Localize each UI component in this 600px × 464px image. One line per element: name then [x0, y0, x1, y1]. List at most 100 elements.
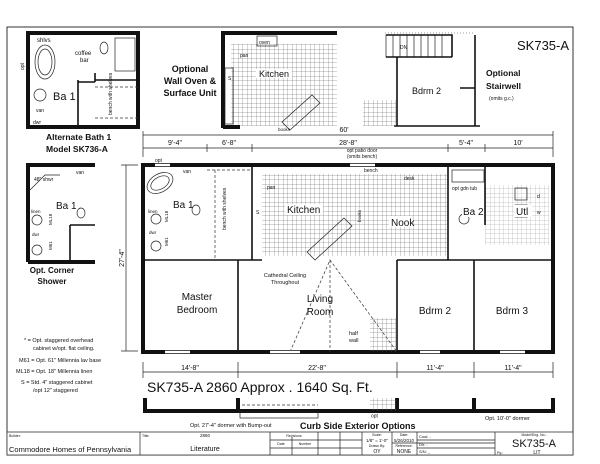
- label-washer: w: [537, 210, 541, 216]
- label-half-wall-1: half: [349, 331, 358, 337]
- label-ml18: ML18: [48, 213, 53, 225]
- note-4: ML18 = Opt. 18" Millennia linen: [16, 369, 92, 375]
- wall-oven-title-1: Optional: [172, 64, 209, 74]
- label-exterior-opt: opt: [371, 414, 379, 420]
- label-books: books: [278, 127, 291, 132]
- main-floor-plan: opt opt patio door (omits bench) bench d…: [141, 148, 555, 354]
- dim-overall: 60': [339, 127, 348, 134]
- label-ml18: ML18: [164, 210, 169, 222]
- label-dn: DN: [400, 45, 408, 51]
- page-value: LIT: [533, 450, 540, 456]
- page-label: Pg.:: [497, 451, 503, 455]
- label-linen: linen: [148, 209, 158, 214]
- dim-top-1: 9'-4": [168, 140, 182, 147]
- room-ba1: Ba 1: [53, 91, 76, 103]
- note-3: M61 = Opt. 61" Millennia lav base: [19, 358, 101, 364]
- corner-shower-title-1: Opt. Corner: [30, 266, 74, 275]
- dim-bottom-1: 14'-8": [181, 365, 199, 372]
- label-dormer-bumpout: Opt. 27'-4" dormer with Bump-out: [190, 423, 272, 429]
- label-van: van: [36, 108, 44, 114]
- serial-field: S/N: _: [419, 449, 431, 454]
- room-living-2: Room: [307, 307, 334, 318]
- label-van: van: [76, 170, 84, 176]
- room-master-2: Bedroom: [177, 305, 218, 316]
- wall-oven-title-2: Wall Oven &: [164, 76, 217, 86]
- model-eng-value: SK735-A: [512, 438, 557, 450]
- corner-shower-option: 48" shwr van Ba 1 linen ML18 M61 dwr Opt…: [26, 163, 95, 286]
- dim-top-3: 28'-8": [339, 140, 357, 147]
- label-m61: M61: [48, 241, 53, 250]
- room-bath2: Ba 2: [463, 207, 484, 218]
- revisions-label: Revisions: [286, 434, 301, 438]
- label-shwr: 48" shwr: [34, 177, 54, 183]
- room-utility: Utl: [516, 207, 528, 218]
- reference-label: Reference:: [395, 444, 412, 448]
- room-ba1-shower: Ba 1: [56, 201, 77, 212]
- dim-top-5: 10': [513, 140, 522, 147]
- dim-bottom-4: 11'-4": [504, 365, 522, 372]
- model-number-header: SK735-A: [517, 38, 569, 53]
- label-opt-gdn-tub: opt gdn tub: [452, 186, 477, 192]
- corner-shower-title-2: Shower: [38, 277, 67, 286]
- label-oven: oven: [259, 40, 270, 46]
- room-bdrm3: Bdrm 3: [496, 306, 529, 317]
- builder-name: Commodore Homes of Pennsylvania: [9, 445, 132, 454]
- title-value: Literature: [190, 446, 220, 453]
- dim-top-4: 5'-4": [459, 140, 473, 147]
- dim-depth: 27'-4": [119, 249, 126, 267]
- label-m61: M61: [164, 237, 169, 246]
- label-pan: pan: [267, 185, 276, 191]
- label-opt-window: opt: [155, 158, 163, 164]
- reference-value: NONE: [397, 449, 412, 455]
- room-master-1: Master: [182, 292, 213, 303]
- dim-top-2: 6'-8": [222, 140, 236, 147]
- label-desk: desk: [404, 176, 415, 182]
- date-label: Date:: [400, 433, 408, 437]
- title-label: Title:: [142, 434, 149, 438]
- scale-value: 1/8" = 1'-0": [366, 438, 388, 443]
- label-bench: bench: [364, 168, 378, 174]
- scale-label: Scale:: [372, 433, 382, 437]
- alt-bath-title: Alternate Bath 1: [46, 132, 111, 142]
- label-pan: pan: [240, 53, 249, 59]
- label-half-wall-2: wall: [348, 338, 358, 344]
- model-eng-label: Model/Eng. No.:: [521, 433, 546, 437]
- dim-bottom-2: 22'-8": [308, 365, 326, 372]
- drawn-value: OY: [373, 449, 381, 455]
- title-block: Builder: Commodore Homes of Pennsylvania…: [6, 431, 574, 456]
- dim-bottom-3: 11'-4": [426, 365, 444, 372]
- label-bar: bar: [80, 58, 89, 64]
- alternate-bath-option: shlvs coffee bar Ba 1 van dwr opt bench …: [20, 31, 140, 154]
- wall-oven-title-3: Surface Unit: [163, 88, 216, 98]
- plan-title: SK735-A 2860 Approx . 1640 Sq. Ft.: [147, 379, 373, 395]
- room-bdrm2: Bdrm 2: [419, 306, 452, 317]
- date-value: 5/26/2010: [394, 438, 415, 443]
- room-living-1: Living: [307, 294, 333, 305]
- label-van: van: [183, 169, 191, 175]
- stairwell-note: (omits g.c.): [489, 96, 514, 102]
- label-bench-shelves: bench with shelves: [108, 72, 114, 115]
- label-cathedral-1: Cathedral Ceiling: [264, 273, 306, 279]
- room-kitchen-option: Kitchen: [259, 69, 289, 79]
- stairwell-option: DN Bdrm 2 Optional Stairwell (omits g.c.…: [363, 32, 521, 127]
- label-patio-door: opt patio door: [347, 148, 378, 154]
- label-dryer: d: [537, 194, 540, 200]
- revisions-number-col: Number: [299, 442, 312, 446]
- revisions-date-col: Date: [277, 442, 284, 446]
- room-kitchen: Kitchen: [287, 205, 320, 216]
- note-2: cabinet w/opt. flat ceiling.: [33, 346, 95, 352]
- drawn-label: Drawn By:: [369, 444, 385, 448]
- note-5: S = Std. 4" staggered cabinet: [21, 380, 93, 386]
- bottom-dimensions: 14'-8" 22'-8" 11'-4" 11'-4": [142, 362, 554, 378]
- room-bdrm2-option: Bdrm 2: [412, 86, 441, 96]
- label-cathedral-2: Throughout: [271, 280, 300, 286]
- label-opt: opt: [20, 62, 26, 70]
- label-shlvs: shlvs: [37, 38, 51, 44]
- note-1: * = Opt. staggered overhead: [24, 338, 93, 344]
- label-s: S: [256, 210, 260, 216]
- label-coffee: coffee: [75, 51, 92, 57]
- label-dormer-10: Opt. 10'-0" dormer: [485, 416, 530, 422]
- room-master-bath: Ba 1: [173, 200, 194, 211]
- label-patio-note: (omits bench): [347, 154, 378, 160]
